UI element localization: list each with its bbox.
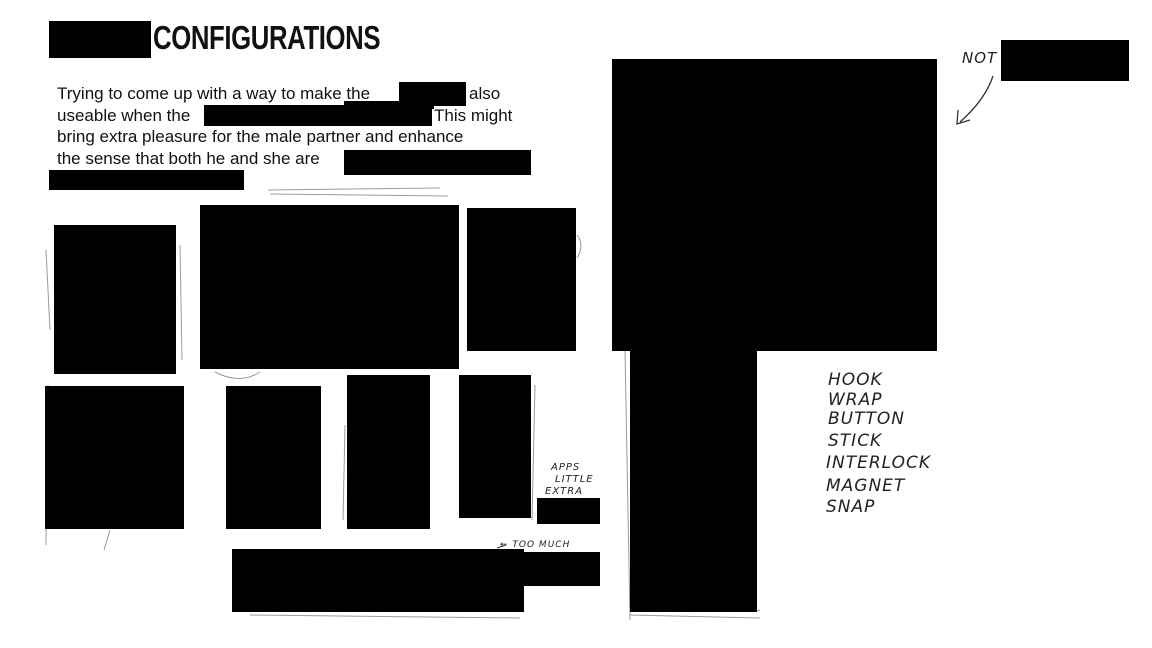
redaction-block: [204, 105, 432, 126]
description-line-1b: also: [469, 84, 501, 103]
redaction-block: [49, 21, 151, 58]
note-extra: EXTRA: [545, 486, 584, 497]
method-interlock: INTERLOCK: [826, 453, 932, 473]
redacted-sketch: [347, 375, 430, 529]
redacted-sketch: [54, 225, 176, 374]
description-line-2b: This might: [434, 106, 513, 125]
description-line-1a: Trying to come up with a way to make the: [57, 84, 371, 103]
note-apps: APPS: [551, 462, 581, 473]
note-little: LITTLE: [555, 474, 594, 485]
method-snap: SNAP: [826, 497, 876, 517]
redaction-block: [49, 170, 244, 190]
method-wrap: WRAP: [828, 390, 883, 410]
note-not: NOT: [962, 49, 998, 67]
redaction-block: [344, 101, 434, 109]
redacted-sketch: [612, 59, 937, 351]
note-too-much: ← TOO MUCH: [500, 540, 571, 550]
redacted-sketch: [45, 386, 184, 529]
description-line-4: the sense that both he and she are: [57, 149, 320, 168]
page-title: CONFIGURATIONS: [153, 19, 381, 56]
redacted-sketch: [226, 386, 321, 529]
redaction-block: [520, 552, 600, 586]
redaction-block: [1001, 40, 1129, 81]
redacted-sketch: [630, 345, 757, 612]
description-line-2a: useable when the: [57, 106, 191, 125]
redacted-sketch: [232, 549, 524, 612]
method-stick: STICK: [828, 431, 883, 451]
method-button: BUTTON: [828, 409, 905, 429]
description-line-3: bring extra pleasure for the male partne…: [57, 127, 464, 146]
arrow-icon: [956, 75, 994, 125]
redacted-sketch: [459, 375, 531, 518]
method-magnet: MAGNET: [826, 476, 906, 496]
redaction-block: [344, 150, 531, 175]
redacted-sketch: [200, 205, 459, 369]
redaction-block: [537, 498, 600, 524]
redacted-sketch: [467, 208, 576, 351]
method-hook: HOOK: [828, 370, 883, 390]
